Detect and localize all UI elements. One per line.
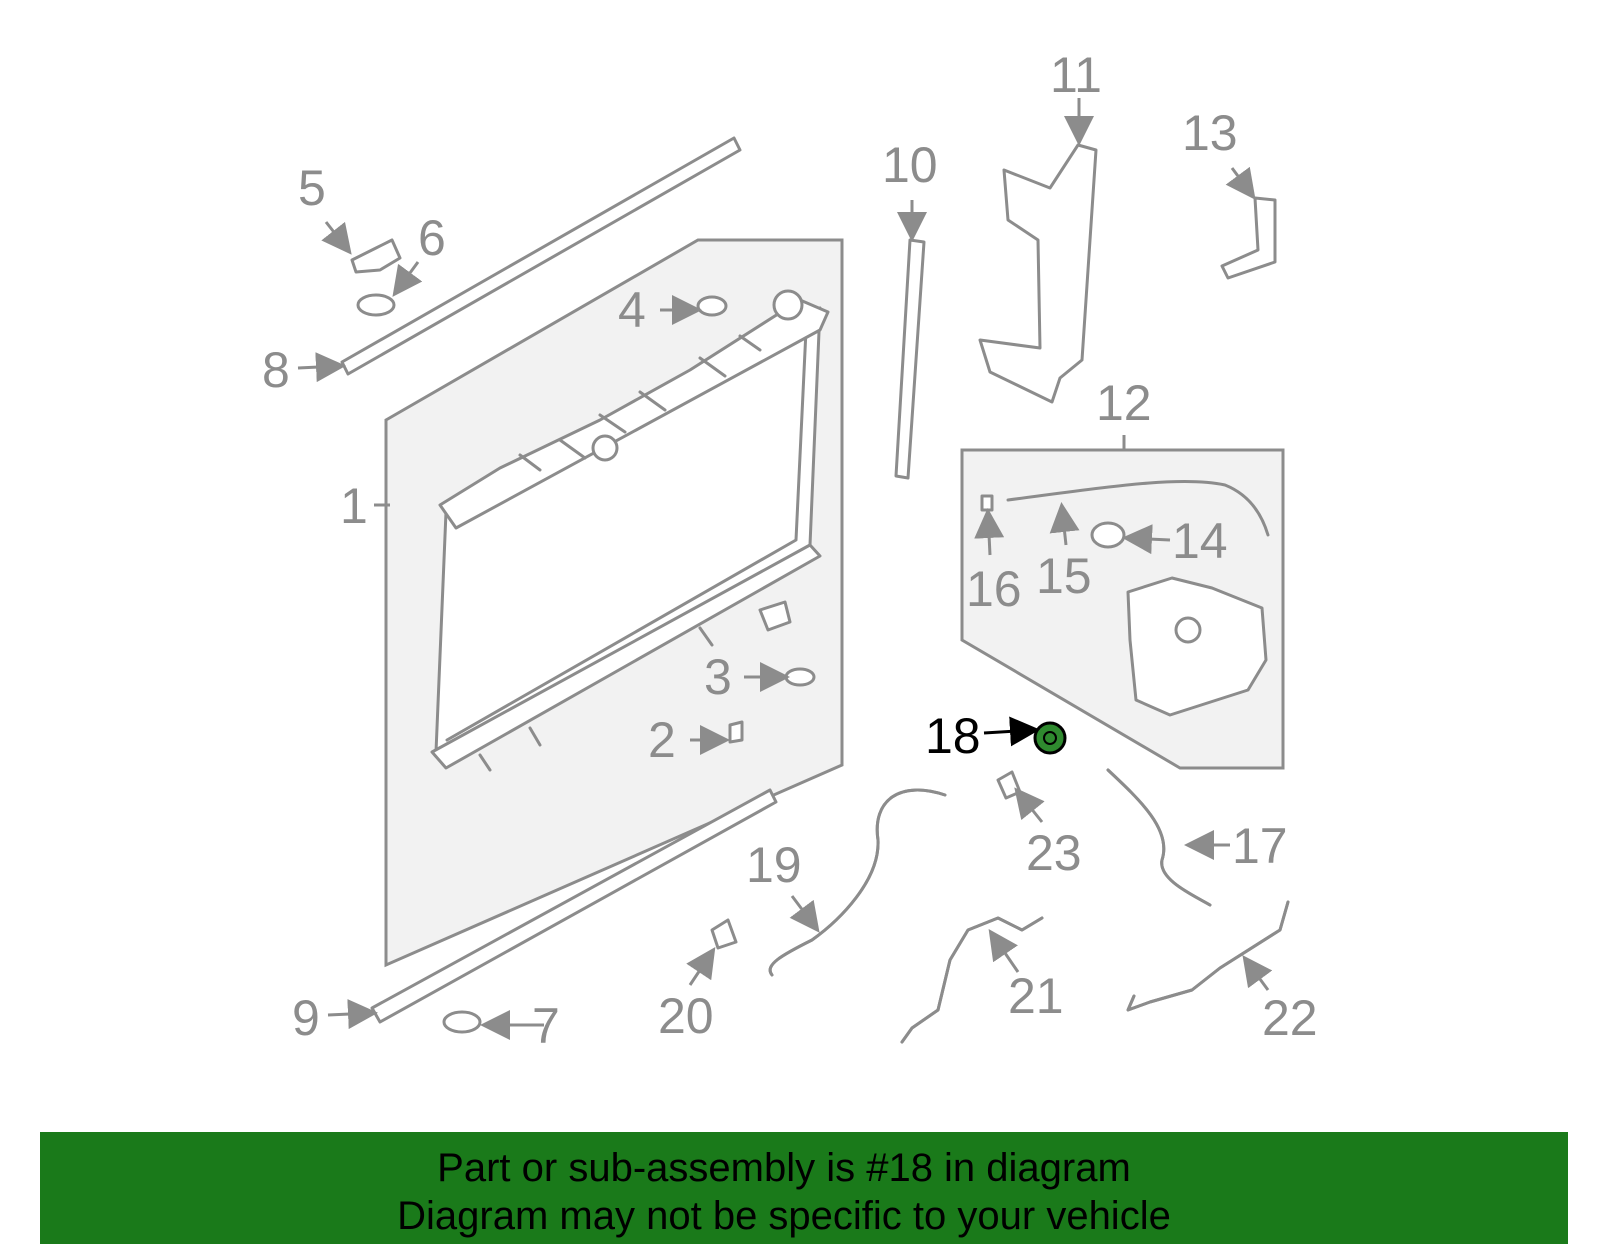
callout-7: 7 xyxy=(532,998,560,1054)
callout-5: 5 xyxy=(298,160,326,216)
info-banner: Part or sub-assembly is #18 in diagram D… xyxy=(40,1132,1568,1244)
coolant-reservoir-tank xyxy=(1126,576,1268,717)
hose-clamp-23 xyxy=(996,770,1022,800)
callout-17: 17 xyxy=(1232,818,1288,874)
lower-mount-grommet xyxy=(442,1010,482,1034)
callout-6: 6 xyxy=(418,210,446,266)
callout-18: 18 xyxy=(925,708,981,764)
hose-clamp-highlighted xyxy=(1033,721,1067,755)
upper-mount-grommet xyxy=(356,293,396,317)
callout-19: 19 xyxy=(746,837,802,893)
overflow-hose xyxy=(1006,479,1270,537)
callout-2: 2 xyxy=(648,712,676,768)
callout-21: 21 xyxy=(1008,968,1064,1024)
drain-plug-seal xyxy=(784,667,816,687)
callout-23: 23 xyxy=(1026,825,1082,881)
banner-line-2: Diagram may not be specific to your vehi… xyxy=(397,1194,1171,1238)
callout-10: 10 xyxy=(882,137,938,193)
parts-diagram: 1 2 3 4 5 6 7 8 9 10 11 12 13 14 15 16 1… xyxy=(262,47,1318,1054)
callout-15: 15 xyxy=(1036,548,1092,604)
callout-11: 11 xyxy=(1050,47,1102,103)
callout-8: 8 xyxy=(262,342,290,398)
callout-14: 14 xyxy=(1172,513,1228,569)
callout-4: 4 xyxy=(618,282,646,338)
banner-line-1: Part or sub-assembly is #18 in diagram xyxy=(437,1146,1131,1190)
overflow-hose-clip xyxy=(980,494,994,512)
air-guide xyxy=(978,143,1098,404)
callout-9: 9 xyxy=(292,990,320,1046)
callout-12: 12 xyxy=(1096,375,1152,431)
leader-arrows xyxy=(297,98,1273,1040)
lower-radiator-hose xyxy=(1106,768,1212,907)
reservoir-bracket xyxy=(1220,196,1277,280)
callout-1: 1 xyxy=(340,478,368,534)
radiator-core xyxy=(430,289,830,772)
callout-labels: 1 2 3 4 5 6 7 8 9 10 11 12 13 14 15 16 1… xyxy=(262,47,1318,1054)
hose-clamp-20 xyxy=(710,918,738,950)
callout-3: 3 xyxy=(704,649,732,705)
upper-seal-strip xyxy=(340,136,742,376)
callout-16: 16 xyxy=(966,561,1022,617)
upper-mount-bracket xyxy=(350,238,402,274)
side-seal-strip xyxy=(894,238,926,480)
callout-20: 20 xyxy=(658,988,714,1044)
drain-plug xyxy=(728,720,744,744)
callout-22: 22 xyxy=(1262,990,1318,1046)
radiator-cap xyxy=(696,295,728,317)
reservoir-cap xyxy=(1090,521,1126,549)
callout-13: 13 xyxy=(1182,105,1238,161)
